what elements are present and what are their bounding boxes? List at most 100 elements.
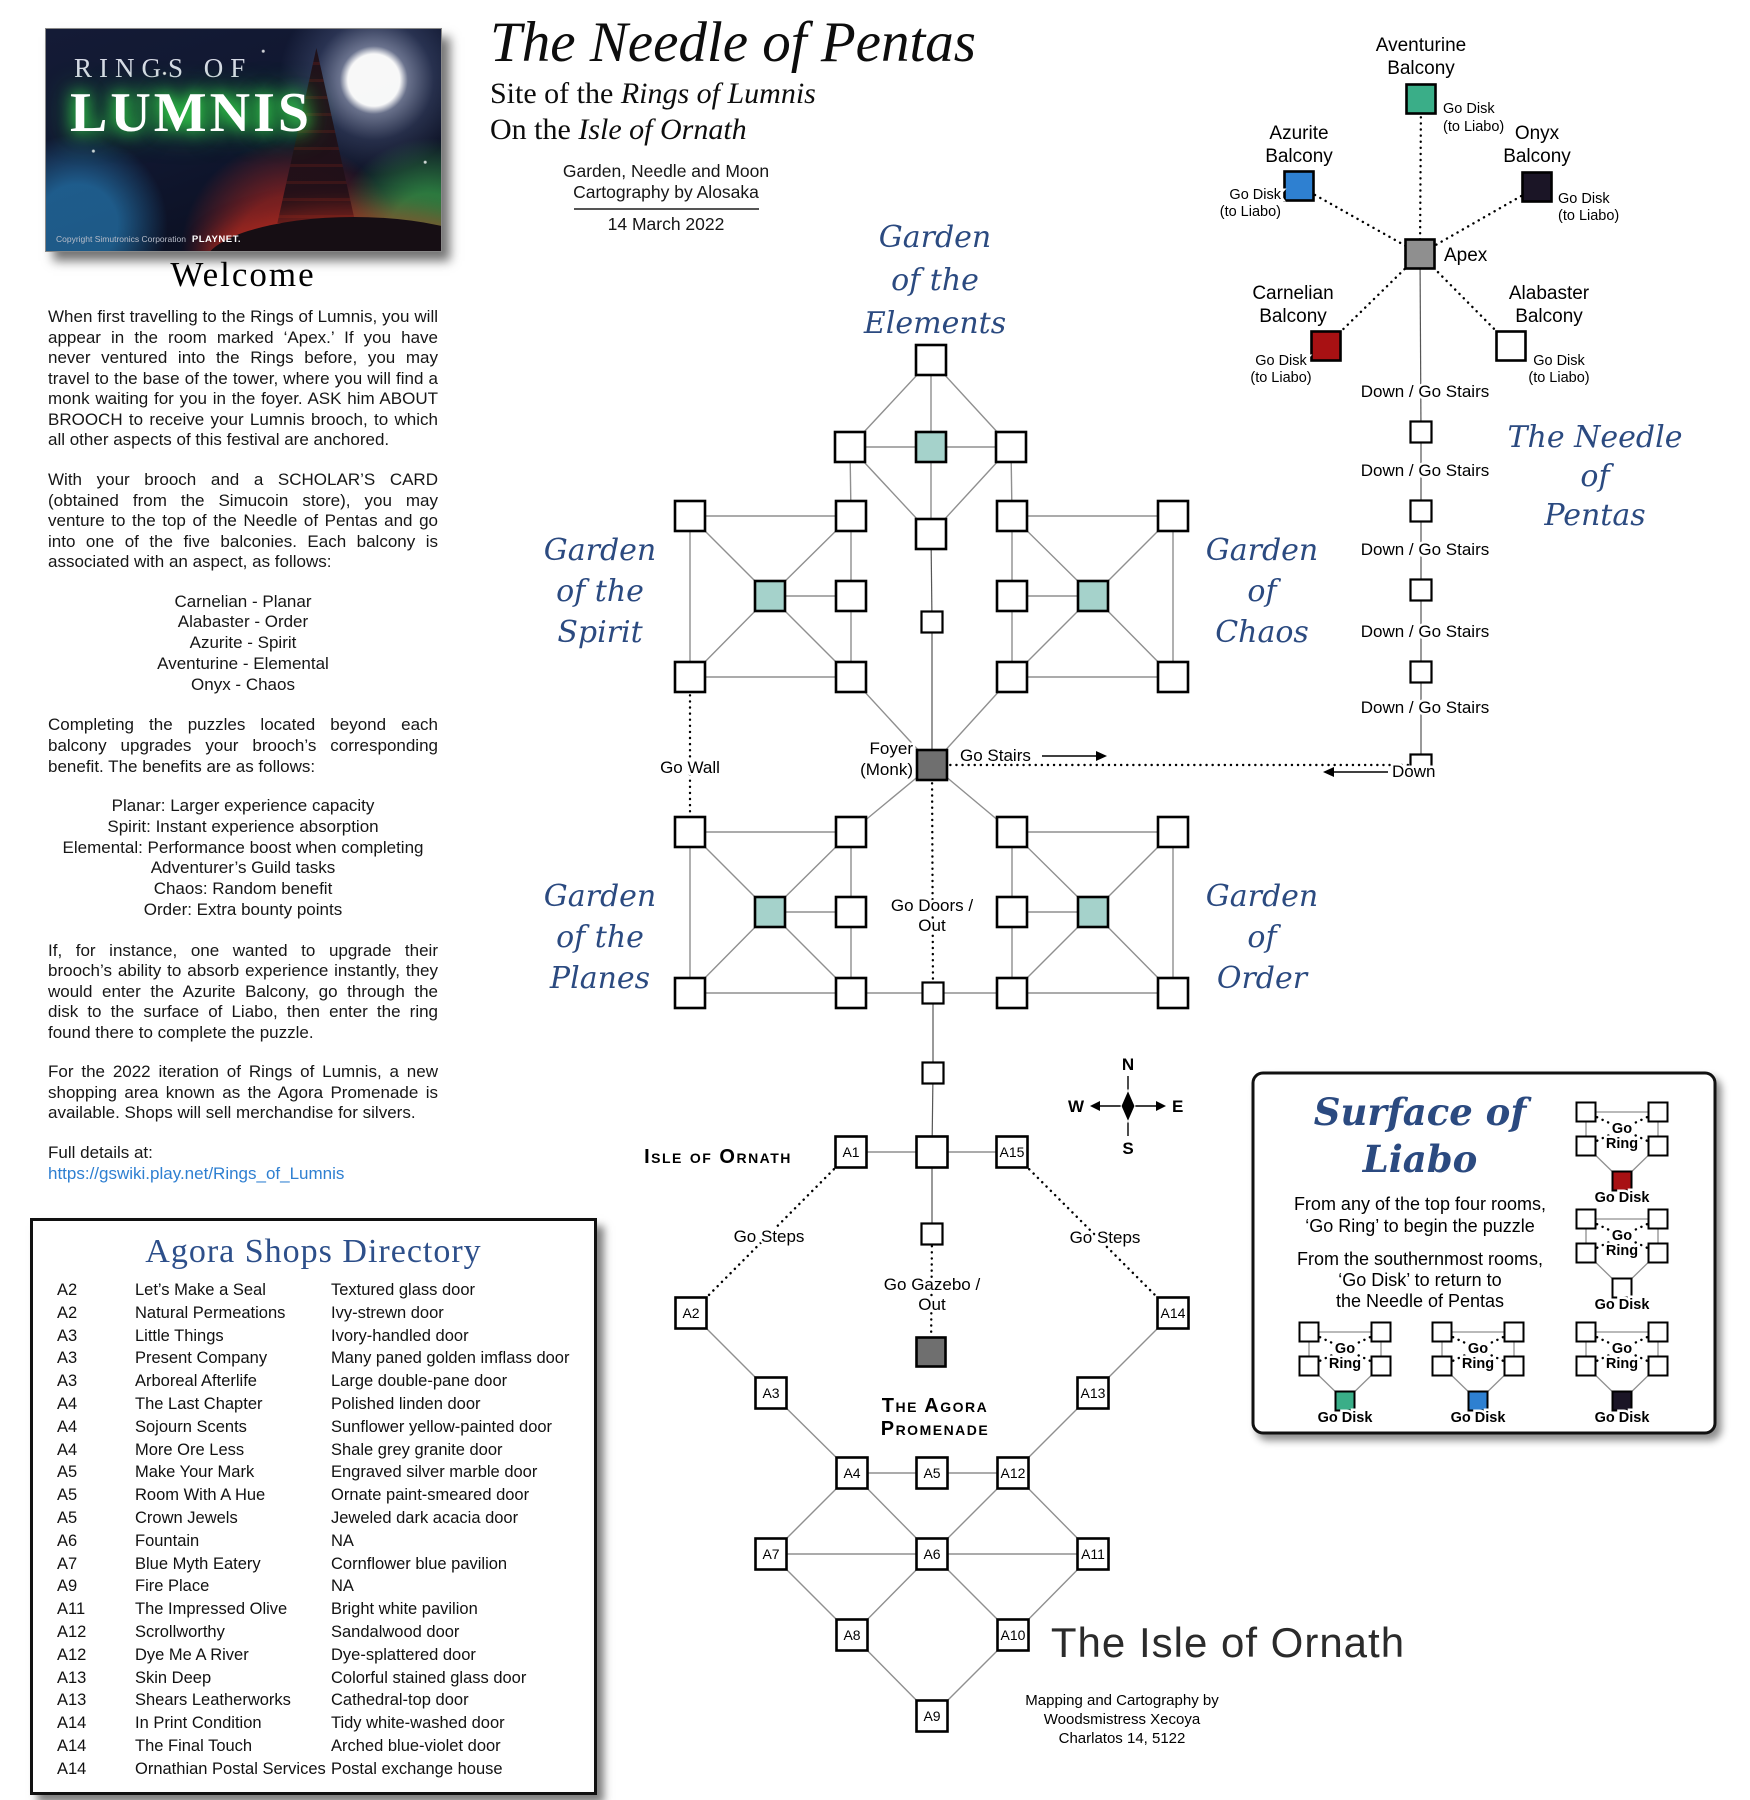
room-A1	[834, 1135, 868, 1169]
map-label: Go Wall	[660, 758, 720, 777]
map-date: 14 March 2022	[607, 214, 725, 234]
map-label: Down	[1392, 762, 1435, 781]
ring-room	[1575, 1242, 1597, 1264]
shop-name: Little Things	[135, 1326, 224, 1345]
map-edge-n_avent-n_apex	[1418, 97, 1423, 256]
shop-door: Ornate paint-smeared door	[331, 1486, 530, 1505]
shop-name: Fire Place	[135, 1577, 210, 1596]
ring-room	[1298, 1321, 1320, 1343]
room-n_avent	[1405, 83, 1437, 115]
svg-text:Surface of: Surface of	[1314, 1090, 1533, 1134]
room-e_left	[833, 430, 867, 464]
room-n_alab	[1495, 330, 1527, 362]
svg-text:Go Disk: Go Disk	[1595, 1190, 1651, 1206]
shop-code: A4	[57, 1394, 78, 1413]
ring-room	[1575, 1101, 1597, 1123]
room-h_tr	[1156, 499, 1190, 533]
room-e_c	[914, 430, 948, 464]
room-h_br	[1156, 660, 1190, 694]
room-h_tl	[995, 499, 1029, 533]
shop-code: A3	[57, 1372, 78, 1391]
welcome-paragraph-2: With your brooch and a SCHOLAR’S CARD (o…	[48, 469, 438, 572]
map-label: (to Liabo)	[1528, 370, 1589, 386]
map-edge-n_azur-n_apex	[1297, 184, 1422, 256]
map-label: Alabaster	[1509, 283, 1590, 304]
map-label: of	[1247, 920, 1281, 955]
shop-door: Bright white pavilion	[331, 1600, 478, 1619]
svg-text:‘Go Disk’ to return to: ‘Go Disk’ to return to	[1338, 1270, 1501, 1290]
ring-room	[1575, 1355, 1597, 1377]
shop-name: The Impressed Olive	[135, 1600, 288, 1619]
room-A15	[995, 1135, 1029, 1169]
room-p_c	[753, 895, 787, 929]
room-conn_d2	[921, 1061, 945, 1085]
benefit-item: Spirit: Instant experience absorption	[107, 816, 379, 836]
room-label-A4: A4	[843, 1465, 860, 1481]
room-label-A6: A6	[923, 1546, 940, 1562]
shop-door: Engraved silver marble door	[331, 1463, 538, 1482]
room-label-A3: A3	[762, 1385, 779, 1401]
room-o_tr	[1156, 815, 1190, 849]
room-n_apex	[1404, 238, 1436, 270]
room-c3	[1409, 578, 1433, 602]
map-label: Down / Go Stairs	[1361, 540, 1490, 559]
room-o_br	[1156, 976, 1190, 1010]
wiki-link[interactable]: https://gswiki.play.net/Rings_of_Lumnis	[48, 1163, 345, 1183]
map-label: Apex	[1444, 245, 1488, 266]
ring-room	[1647, 1101, 1669, 1123]
shop-door: Large double-pane door	[331, 1372, 508, 1391]
shop-name: Room With A Hue	[135, 1486, 266, 1505]
benefit-item: Chaos: Random benefit	[153, 879, 333, 899]
room-A14	[1156, 1296, 1190, 1330]
map-label: Order	[1217, 961, 1309, 996]
shop-code: A4	[57, 1417, 78, 1436]
svg-text:‘Go Ring’ to begin the puzzle: ‘Go Ring’ to begin the puzzle	[1305, 1216, 1534, 1236]
disk-room-carnelian	[1611, 1170, 1633, 1192]
shop-name: The Last Chapter	[135, 1394, 263, 1413]
map-label: Out	[918, 1295, 946, 1314]
map-label: Onyx	[1515, 123, 1560, 144]
room-A3	[754, 1376, 788, 1410]
room-n_onyx	[1521, 171, 1553, 203]
map-label: Chaos	[1215, 615, 1309, 650]
map-label: Balcony	[1265, 146, 1333, 167]
aspect-item: Azurite - Spirit	[189, 633, 297, 653]
room-h_ml	[995, 579, 1029, 613]
room-label-A12: A12	[1001, 1465, 1026, 1481]
shop-code: A3	[57, 1326, 78, 1345]
map-label: Garden	[544, 879, 656, 914]
shop-name: Let’s Make a Seal	[135, 1281, 266, 1299]
room-A9	[915, 1699, 949, 1733]
room-label-A1: A1	[842, 1144, 859, 1160]
map-label: Spirit	[557, 615, 643, 650]
map-label: (to Liabo)	[1558, 208, 1619, 224]
shop-code: A4	[57, 1440, 78, 1459]
room-A12	[996, 1456, 1030, 1490]
shop-name: Blue Myth Eatery	[135, 1554, 261, 1573]
shop-door: NA	[331, 1577, 354, 1596]
ring-room	[1370, 1321, 1392, 1343]
details-line: Full details at: https://gswiki.play.net…	[48, 1143, 438, 1184]
room-A13	[1076, 1376, 1110, 1410]
room-A10	[996, 1618, 1030, 1652]
map-label: Go Disk	[1229, 187, 1281, 203]
benefit-item: Planar: Larger experience capacity	[111, 796, 375, 816]
ring-room	[1647, 1242, 1669, 1264]
ring-room	[1298, 1355, 1320, 1377]
map-label: Woodsmistress Xecoya	[1044, 1711, 1201, 1728]
shop-code: A5	[57, 1486, 78, 1505]
